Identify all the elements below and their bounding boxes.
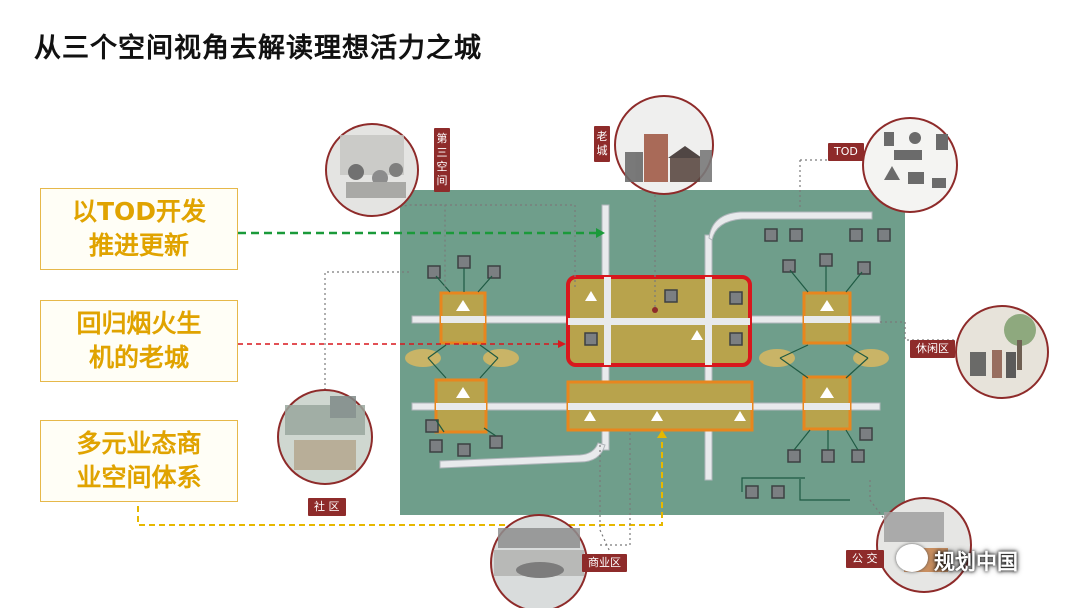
wechat-icon: [896, 544, 928, 572]
callout-tod: 以TOD开发 推进更新: [40, 188, 238, 270]
photo-third-space: [340, 135, 406, 198]
callout-old-city-line2: 机的老城: [88, 343, 189, 372]
tag-community: 社 区: [308, 498, 346, 516]
callout-commercial: 多元业态商 业空间体系: [40, 420, 238, 502]
photo-tod-icons: [884, 132, 948, 188]
commercial-connector: [137, 435, 663, 526]
callout-tod-line2: 推进更新: [88, 231, 189, 260]
callout-commercial-line1: 多元业态商: [76, 429, 202, 458]
watermark: 规划中国: [934, 550, 1018, 574]
callout-old-city: 回归烟火生 机的老城: [40, 300, 238, 382]
photo-leisure: [970, 314, 1036, 378]
photo-old-city: [625, 134, 712, 182]
tag-transit: 公 交: [846, 550, 884, 568]
tag-tod: TOD: [828, 143, 864, 161]
tag-commercial: 商业区: [582, 554, 627, 572]
callout-old-city-line1: 回归烟火生: [76, 309, 202, 338]
building-squares: [425, 228, 891, 499]
photo-commercial: [494, 528, 584, 578]
callout-tod-line1: 以TOD开发: [71, 197, 207, 226]
photo-community: [285, 396, 365, 470]
tag-leisure: 休闲区: [910, 340, 955, 358]
page-title: 从三个空间视角去解读理想活力之城: [34, 33, 482, 64]
old-city-road: [568, 318, 750, 325]
arrows: [427, 266, 869, 501]
callout-commercial-line2: 业空间体系: [76, 463, 202, 492]
triangles: [456, 291, 834, 421]
tag-third-space: 第三空间: [434, 128, 450, 192]
tag-old-city: 老城: [594, 126, 610, 162]
